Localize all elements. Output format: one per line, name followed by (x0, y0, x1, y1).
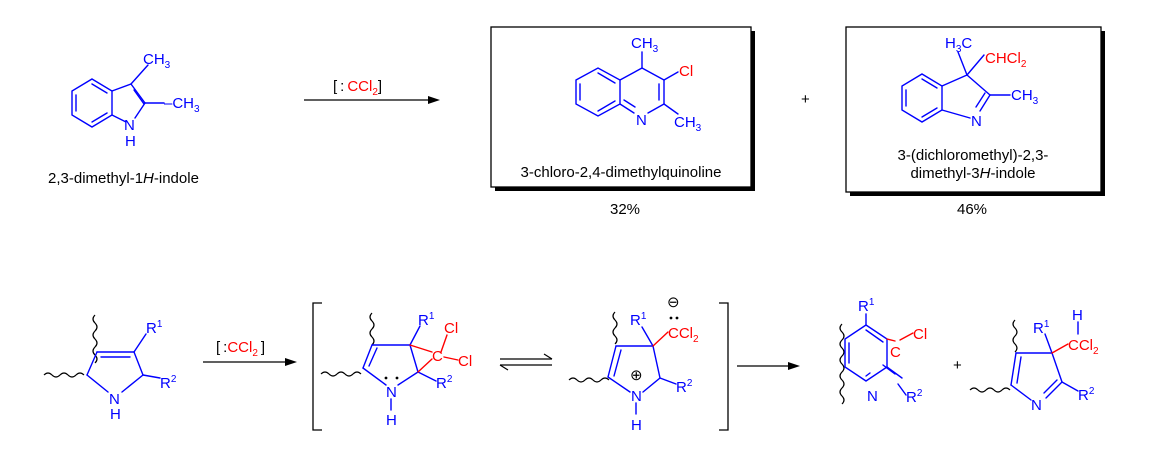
reagent-top: [:CCl2] (333, 78, 382, 98)
reaction-arrow-final (737, 362, 800, 370)
wavy-bond-5 (612, 311, 618, 345)
pyridine-ring (844, 324, 888, 382)
lone-pair-dot-2 (395, 376, 399, 380)
int1-r2-label: R2 (436, 374, 453, 392)
int2-r1-label: R1 (630, 311, 647, 329)
int1-carbon: C (432, 348, 443, 365)
int1-r1-label: R1 (418, 311, 435, 329)
wavy-bond-9 (969, 387, 1011, 393)
indolenine-r1: R1 (1033, 319, 1050, 337)
indolenine-hydrogen: H (1072, 307, 1083, 324)
ch3-top-label: CH3 (143, 51, 171, 71)
pyridine-chlorine: Cl (913, 326, 927, 343)
int1-cl-bottom: Cl (458, 353, 472, 370)
reaction-arrow-top (304, 96, 440, 104)
benzene-ring (71, 78, 113, 128)
generic-pyrrole: R1 R2 N H (43, 314, 177, 423)
wavy-bond-2 (43, 372, 85, 378)
carbanion-dot-2 (675, 316, 679, 320)
iminium-plus: ⊕ (630, 367, 643, 384)
product2-name-line2: dimethyl-3H-indole (910, 165, 1035, 182)
lone-pair-dot-1 (384, 376, 388, 380)
p2-ch3: CH3 (1011, 87, 1039, 107)
wavy-bond-7 (839, 323, 845, 405)
p2-nitrogen: N (971, 113, 982, 130)
product1-quinoline: CH3 Cl N CH3 (575, 35, 702, 134)
wavy-bond-4 (320, 371, 362, 377)
carbanion-minus: ⊖ (667, 294, 680, 311)
cyclopropane-intermediate: R1 Cl C Cl R2 N H (320, 311, 472, 429)
pyrrole-hydrogen: H (110, 406, 121, 423)
reactant-name: 2,3-dimethyl-1H-indole (48, 170, 199, 187)
pyridine-r1: R1 (858, 297, 875, 315)
int1-nitrogen: N (386, 384, 397, 401)
bracket-right (719, 302, 729, 431)
p2-h3c: H3C (945, 35, 972, 55)
int2-nitrogen: N (631, 388, 642, 405)
generic-pyridine-product: R1 C Cl N R2 (839, 297, 927, 406)
r1-label: R1 (146, 319, 163, 337)
product2-name-line1: 3-(dichloromethyl)-2,3- (898, 147, 1049, 164)
product1-name: 3-chloro-2,4-dimethylquinoline (521, 164, 722, 181)
equilibrium-arrows (499, 353, 553, 371)
ch3-side-label: –CH3 (164, 95, 200, 115)
pyridine-carbon: C (890, 344, 901, 361)
carbanion-dot-1 (669, 316, 673, 320)
int1-cl-top: Cl (444, 320, 458, 337)
product2-yield: 46% (957, 201, 987, 218)
reagent-bottom: [:CCl2] (216, 339, 265, 359)
p1-ch3-side: CH3 (674, 114, 702, 134)
indolenine-nitrogen: N (1031, 397, 1042, 414)
plus-sign-top: + (801, 91, 810, 108)
product1-box (490, 26, 755, 191)
r2-label: R2 (160, 374, 177, 392)
indolenine-r2: R2 (1078, 386, 1095, 404)
nitrogen-label: N (124, 117, 135, 134)
plus-sign-bottom: + (953, 357, 962, 374)
generic-indolenine-product: R1 H CCl2 N R2 (969, 307, 1099, 414)
p1-chlorine: Cl (679, 63, 693, 80)
product1-yield: 32% (610, 201, 640, 218)
bracket-left (312, 302, 322, 431)
reaction-arrow-bottom (203, 358, 297, 366)
wavy-bond-8 (1012, 319, 1018, 353)
int2-hydrogen: H (631, 417, 642, 434)
int2-r2-label: R2 (676, 378, 693, 396)
hydrogen-label: H (125, 133, 136, 150)
pyridine-nitrogen: N (867, 388, 878, 405)
indolenine-ccl2: CCl2 (1068, 337, 1099, 357)
p1-ch3-top: CH3 (631, 35, 659, 55)
reactant-dimethylindole: CH3 –CH3 N H (71, 51, 200, 150)
int1-hydrogen: H (386, 412, 397, 429)
wavy-bond-6 (568, 377, 610, 383)
p1-nitrogen: N (636, 112, 647, 129)
zwitterion-intermediate: R1 ⊖ CCl2 ⊕ N R2 H (568, 294, 699, 434)
int2-ccl2: CCl2 (668, 325, 699, 345)
pyrrole-nitrogen: N (109, 391, 120, 408)
product2-indolenine: H3C CHCl2 CH3 N (901, 35, 1039, 130)
pyridine-r2: R2 (906, 388, 923, 406)
p2-chcl2: CHCl2 (985, 50, 1027, 70)
wavy-bond-3 (369, 312, 375, 346)
product2-box (845, 26, 1105, 196)
